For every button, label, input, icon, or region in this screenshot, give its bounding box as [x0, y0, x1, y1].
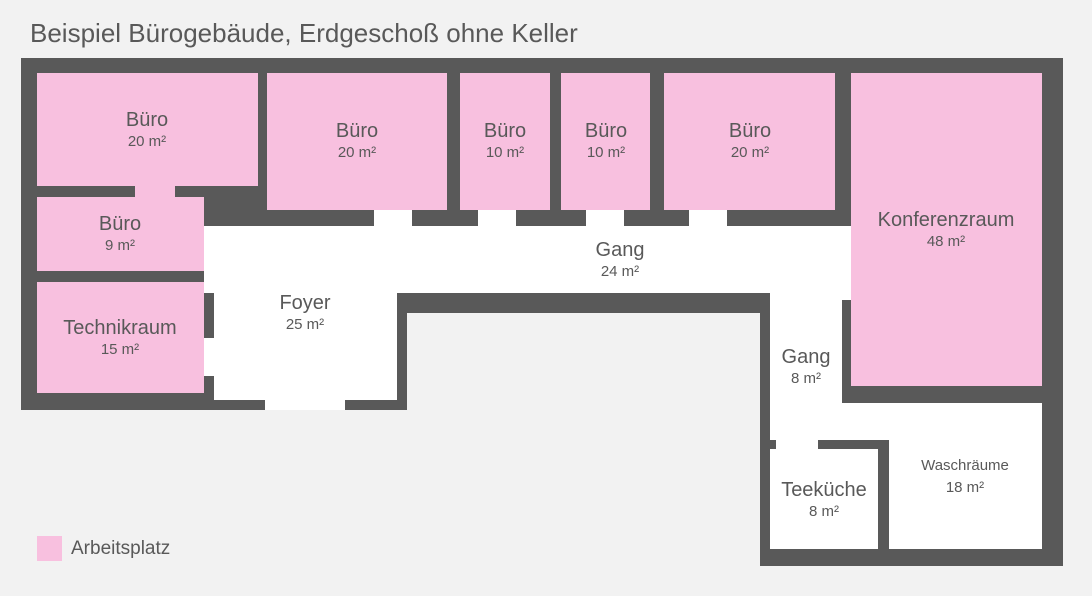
- label-gang-main: Gang 24 m²: [596, 238, 645, 282]
- label-foyer: Foyer 25 m²: [279, 291, 330, 335]
- room-name: Gang: [595, 239, 645, 261]
- room-waschraeume: [889, 403, 1042, 549]
- label-buero-5: Büro 10 m²: [585, 119, 627, 163]
- room-name: Waschräume: [921, 457, 1009, 474]
- room-area: 20 m²: [730, 144, 770, 161]
- label-buero-4: Büro 10 m²: [484, 119, 526, 163]
- room-name: Foyer: [279, 292, 331, 314]
- legend-label-workplace: Arbeitsplatz: [71, 538, 171, 559]
- door-buero2-gang: [204, 228, 214, 266]
- room-name: Konferenzraum: [877, 209, 1015, 231]
- room-buero-5: [561, 73, 650, 210]
- room-area: 8 m²: [809, 503, 839, 520]
- room-konferenzraum: [851, 73, 1042, 386]
- door-entrance: [265, 400, 345, 410]
- room-name: Büro: [728, 120, 772, 142]
- room-area: 20 m²: [127, 133, 167, 150]
- door-konferenz: [842, 249, 851, 300]
- label-technikraum: Technikraum 15 m²: [63, 316, 176, 360]
- room-name: Technikraum: [63, 317, 177, 339]
- label-teekueche: Teeküche 8 m²: [781, 478, 867, 522]
- door-teekueche: [776, 440, 818, 449]
- diagram-title: Beispiel Bürogebäude, Erdgeschoß ohne Ke…: [30, 18, 578, 48]
- room-name: Teeküche: [781, 479, 867, 501]
- label-buero-1: Büro 20 m²: [126, 108, 168, 152]
- room-area: 9 m²: [105, 237, 135, 254]
- room-name: Gang: [781, 346, 831, 368]
- room-buero-1: [37, 73, 258, 186]
- courtyard: [407, 313, 760, 596]
- legend-swatch-workplace: [37, 536, 62, 561]
- floor-gang-side: [770, 293, 842, 440]
- label-buero-3: Büro 20 m²: [336, 119, 378, 163]
- room-area: 15 m²: [100, 341, 140, 358]
- door-waschraeume: [842, 403, 889, 440]
- label-waschraeume: Waschräume 18 m²: [921, 454, 1009, 498]
- label-konferenzraum: Konferenzraum 48 m²: [878, 208, 1015, 252]
- room-area: 10 m²: [485, 144, 525, 161]
- room-name: Büro: [335, 120, 379, 142]
- wall-courtyard-right: [760, 293, 770, 566]
- door-buero3: [374, 210, 412, 226]
- room-buero-4: [460, 73, 550, 210]
- room-technikraum: [37, 282, 204, 393]
- label-buero-2: Büro 9 m²: [99, 212, 141, 256]
- room-teekueche: [770, 449, 878, 549]
- wall-courtyard-left: [397, 293, 407, 410]
- door-buero6: [689, 210, 727, 226]
- door-buero1-buero2: [135, 186, 175, 197]
- door-buero5: [586, 210, 624, 226]
- label-buero-6: Büro 20 m²: [729, 119, 771, 163]
- room-area: 8 m²: [791, 370, 821, 387]
- room-area: 20 m²: [337, 144, 377, 161]
- floor-foyer: [214, 226, 397, 400]
- room-name: Büro: [98, 213, 142, 235]
- room-buero-3: [267, 73, 447, 210]
- room-area: 48 m²: [926, 233, 966, 250]
- room-area: 18 m²: [945, 479, 985, 496]
- room-name: Büro: [483, 120, 527, 142]
- room-name: Büro: [584, 120, 628, 142]
- room-area: 10 m²: [586, 144, 626, 161]
- label-gang-side: Gang 8 m²: [782, 345, 831, 389]
- wall-courtyard-top: [397, 293, 770, 313]
- room-area: 25 m²: [285, 316, 325, 333]
- room-buero-2: [37, 197, 204, 271]
- door-buero4: [478, 210, 516, 226]
- door-technik-foyer: [204, 338, 214, 376]
- room-name: Büro: [125, 109, 169, 131]
- room-buero-6: [664, 73, 835, 210]
- room-area: 24 m²: [600, 263, 640, 280]
